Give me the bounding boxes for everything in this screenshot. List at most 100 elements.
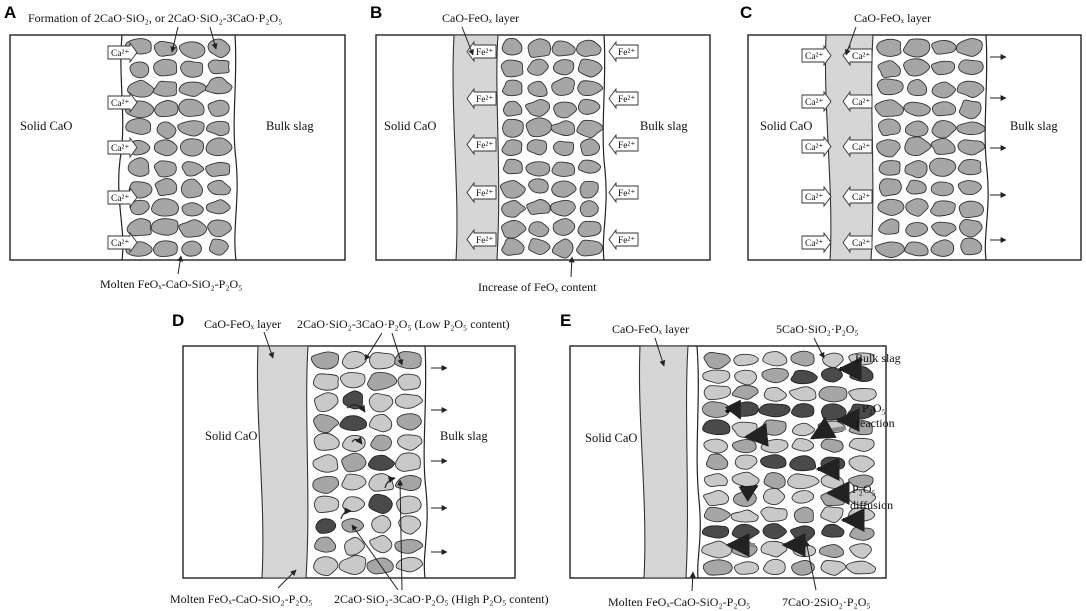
slag-grain xyxy=(760,454,787,469)
slag-grain xyxy=(959,218,983,238)
slag-grain xyxy=(902,38,931,58)
panel-d-solid-cao-label: Solid CaO xyxy=(205,429,257,443)
slag-grain xyxy=(791,560,815,576)
ion-label: Fe²⁺ xyxy=(476,141,493,151)
slag-grain xyxy=(128,181,153,199)
panel-d: D Solid CaO Bulk slag CaO-FeOₓ layer 2Ca… xyxy=(170,311,549,606)
ion-arrow xyxy=(107,186,138,209)
slag-grain xyxy=(702,419,731,436)
slag-grain xyxy=(156,121,177,140)
ion-label: Fe²⁺ xyxy=(476,48,493,58)
panel-b-bottom-annotation: Increase of FeOₓ content xyxy=(478,280,597,294)
slag-grain xyxy=(701,540,733,559)
panel-c-solid-cao-label: Solid CaO xyxy=(760,119,812,133)
ion-label: Ca²⁺ xyxy=(805,98,823,108)
slag-grain xyxy=(874,99,905,118)
slag-grain xyxy=(130,199,150,216)
slag-grain xyxy=(820,559,847,576)
panel-d-bulk-slag-label: Bulk slag xyxy=(440,429,488,443)
slag-grain xyxy=(877,118,901,137)
slag-grain xyxy=(734,454,758,470)
slag-grain xyxy=(153,139,178,157)
panel-d-slag-interface xyxy=(423,345,428,579)
slag-grain xyxy=(527,80,548,97)
slag-grain xyxy=(905,222,929,237)
slag-grain xyxy=(793,506,814,524)
slag-grain xyxy=(129,61,150,79)
slag-grain xyxy=(207,99,230,117)
slag-grain xyxy=(396,413,422,431)
panel-a-slag-interface xyxy=(233,34,238,261)
ion-label: Ca²⁺ xyxy=(111,49,129,59)
slag-grain xyxy=(956,121,986,136)
slag-grain xyxy=(207,179,231,196)
ion-arrow xyxy=(107,231,138,254)
panel-b: B Fe²⁺Fe²⁺Fe²⁺Fe²⁺Fe²⁺Fe²⁺Fe²⁺Fe²⁺Fe²⁺Fe… xyxy=(370,3,711,294)
slag-grain xyxy=(204,76,233,95)
slag-grain xyxy=(397,434,423,451)
slag-grain xyxy=(501,200,526,218)
ion-arrow xyxy=(466,87,497,110)
slag-grain xyxy=(848,437,875,452)
slag-grain xyxy=(205,162,231,177)
slag-grain xyxy=(528,238,551,256)
slag-grain xyxy=(958,200,984,218)
slag-grain xyxy=(931,120,957,139)
ion-label: Fe²⁺ xyxy=(618,189,635,199)
slag-grain xyxy=(821,523,845,538)
panel-a-top-pointer-1 xyxy=(170,26,179,53)
panel-e-diffusion-arrow-1 xyxy=(743,422,769,447)
slag-grain xyxy=(932,101,957,117)
slag-grain xyxy=(178,219,208,238)
ion-label: Fe²⁺ xyxy=(618,236,635,246)
slag-grain xyxy=(178,81,208,97)
panel-e-top-annotation: 5CaO·SiO₂·P₂O₅ xyxy=(776,322,859,336)
slag-grain xyxy=(579,200,599,218)
panel-d-transform-arrow-2 xyxy=(351,436,363,445)
slag-grain xyxy=(763,386,787,402)
panel-e-bottom-left-annotation: Molten FeOₓ-CaO-SiO₂-P₂O₅ xyxy=(608,595,750,609)
slag-grain xyxy=(181,240,202,257)
slag-grain xyxy=(501,37,523,56)
slag-grain xyxy=(577,58,603,78)
ion-arrow xyxy=(842,135,873,158)
slag-grain xyxy=(525,161,551,177)
slag-grain xyxy=(762,523,787,540)
slag-grain xyxy=(876,78,904,96)
panel-b-grain-zone xyxy=(500,37,604,259)
slag-grain xyxy=(763,488,786,505)
panel-a-bottom-pointer xyxy=(177,255,184,275)
ion-label: Fe²⁺ xyxy=(618,48,635,58)
slag-grain xyxy=(931,39,957,55)
slag-grain xyxy=(930,138,956,155)
slag-grain xyxy=(874,241,905,258)
slag-grain xyxy=(368,473,394,492)
panel-b-slag-interface xyxy=(602,34,607,261)
panel-a-letter: A xyxy=(4,3,16,22)
slag-grain xyxy=(205,137,233,157)
slag-grain xyxy=(705,453,729,471)
panel-a-ion-arrows: Ca²⁺Ca²⁺Ca²⁺Ca²⁺Ca²⁺ xyxy=(107,41,138,254)
panel-d-high-pointer-2 xyxy=(397,479,404,591)
panel-d-cao-feox-layer xyxy=(256,345,309,579)
slag-grain xyxy=(398,515,422,535)
slag-grain xyxy=(763,472,786,490)
slag-grain xyxy=(957,180,982,196)
slag-grain xyxy=(930,200,956,217)
panel-a-top-annotation: Formation of 2CaO·SiO₂, or 2CaO·SiO₂-3Ca… xyxy=(28,11,282,25)
slag-grain xyxy=(818,544,844,558)
ion-label: Ca²⁺ xyxy=(805,143,823,153)
slag-grain xyxy=(394,393,423,409)
slag-grain xyxy=(849,526,875,541)
panel-a-grain-zone xyxy=(124,38,233,258)
slag-grain xyxy=(370,434,392,452)
slag-grain xyxy=(761,419,787,436)
slag-grain xyxy=(579,180,599,199)
ion-arrow xyxy=(608,133,639,156)
panel-e-diffusion-label-2: diffusion xyxy=(850,498,893,512)
slag-grain xyxy=(208,238,229,256)
slag-grain xyxy=(177,120,205,137)
slag-grain xyxy=(551,40,576,57)
slag-grain xyxy=(787,473,820,490)
slag-grain xyxy=(576,239,604,257)
